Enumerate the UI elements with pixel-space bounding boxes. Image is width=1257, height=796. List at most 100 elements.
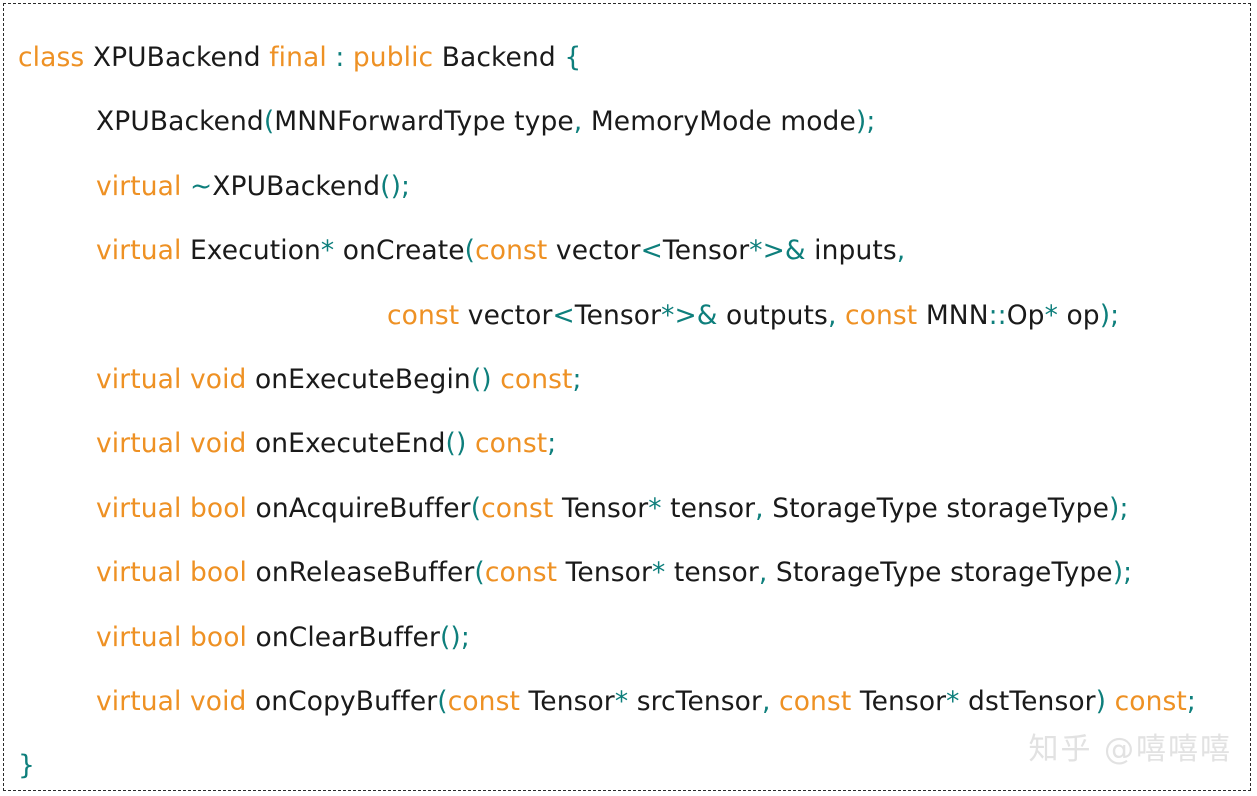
code-token: const xyxy=(500,364,573,396)
code-token: bool xyxy=(189,557,247,589)
code-line: virtual Execution* onCreate(const vector… xyxy=(14,219,1250,283)
code-token: ; xyxy=(1186,686,1196,718)
code-token: void xyxy=(189,686,247,718)
code-token: srcTensor xyxy=(628,686,762,718)
code-token xyxy=(181,557,190,588)
code-token: ) xyxy=(1099,299,1111,331)
code-token xyxy=(836,300,845,331)
code-token: * xyxy=(320,235,335,267)
code-token: } xyxy=(18,750,35,782)
code-token: const xyxy=(387,299,460,331)
code-token: void xyxy=(189,364,247,396)
code-token: < xyxy=(640,235,663,267)
code-token: const xyxy=(447,686,520,718)
code-token: dstTensor xyxy=(959,686,1096,718)
code-token: virtual xyxy=(96,170,182,202)
code-token: ( xyxy=(464,235,476,267)
code-token: ; xyxy=(866,106,876,138)
code-token: * xyxy=(614,686,629,718)
code-token: MNN xyxy=(917,299,989,331)
code-token: ; xyxy=(1123,557,1133,589)
code-token: StorageType storageType xyxy=(767,557,1113,589)
code-token xyxy=(771,686,780,717)
code-token: Op xyxy=(1006,299,1045,331)
code-token: tensor xyxy=(665,557,759,589)
code-token: ; xyxy=(460,621,470,653)
code-line: virtual void onCopyBuffer(const Tensor* … xyxy=(14,670,1250,734)
code-token xyxy=(1106,686,1115,717)
code-token: void xyxy=(189,428,247,460)
code-token xyxy=(181,364,190,395)
code-token: * xyxy=(651,557,666,589)
code-token: ( xyxy=(474,557,485,589)
code-token xyxy=(181,428,190,459)
zhihu-watermark: 知乎 @嘻嘻嘻 xyxy=(1028,732,1232,767)
code-snippet-frame: class XPUBackend final : public Backend … xyxy=(3,3,1251,791)
code-token: () xyxy=(445,428,467,460)
code-token: * xyxy=(648,492,662,524)
code-line: virtual bool onAcquireBuffer(const Tenso… xyxy=(14,477,1250,541)
code-token: StorageType storageType xyxy=(763,492,1110,524)
code-token: () xyxy=(470,364,492,396)
code-token: , xyxy=(755,492,764,524)
code-line: virtual void onExecuteBegin() const; xyxy=(14,348,1250,412)
code-token: const xyxy=(1114,686,1187,718)
code-token: , xyxy=(896,235,906,267)
code-token: virtual xyxy=(96,492,182,524)
code-token: , xyxy=(573,106,583,138)
code-token: bool xyxy=(189,492,247,524)
code-token: public xyxy=(352,42,434,73)
code-token xyxy=(181,171,190,202)
code-block: class XPUBackend final : public Backend … xyxy=(4,4,1250,790)
code-token: op xyxy=(1057,299,1100,331)
code-token: const xyxy=(845,299,918,331)
code-token: ( xyxy=(437,686,448,718)
code-token: virtual xyxy=(96,686,182,718)
code-token: ) xyxy=(1112,557,1124,589)
code-token: () xyxy=(439,621,461,653)
code-token: : xyxy=(335,42,345,73)
code-token: ( xyxy=(470,492,482,524)
code-token: , xyxy=(761,686,771,718)
code-token xyxy=(181,235,190,266)
code-token: ) xyxy=(1095,686,1107,718)
code-token: *>& xyxy=(749,235,806,267)
code-token xyxy=(84,42,93,73)
code-line: const vector<Tensor*>& outputs, const MN… xyxy=(14,284,1250,348)
code-token: , xyxy=(758,557,768,589)
code-token: Execution xyxy=(189,235,321,267)
code-token: virtual xyxy=(96,428,182,460)
code-token: Tensor xyxy=(519,686,615,718)
code-token: ) xyxy=(1109,492,1120,524)
code-line: virtual void onExecuteEnd() const; xyxy=(14,412,1250,476)
code-token: ( xyxy=(263,106,275,138)
code-token: ; xyxy=(547,428,557,460)
code-token: Tensor xyxy=(574,299,662,331)
code-line: } xyxy=(14,734,1250,790)
code-token: *>& xyxy=(661,299,718,331)
code-token: { xyxy=(564,42,582,73)
code-token: virtual xyxy=(96,364,182,396)
code-token: ; xyxy=(401,170,411,202)
code-token: * xyxy=(946,686,960,718)
code-token: onCreate xyxy=(334,235,465,267)
code-token: final xyxy=(269,42,327,73)
code-token xyxy=(181,686,190,717)
code-token: , xyxy=(827,299,837,331)
code-token: const xyxy=(779,686,852,718)
code-token: inputs xyxy=(805,235,897,267)
code-token xyxy=(466,428,475,459)
code-line: virtual ~XPUBackend(); xyxy=(14,155,1250,219)
code-token xyxy=(492,364,501,395)
code-token: onClearBuffer xyxy=(246,621,440,653)
code-line: class XPUBackend final : public Backend … xyxy=(14,26,1250,90)
code-token: ; xyxy=(1110,299,1120,331)
code-token: ~ xyxy=(189,170,213,202)
code-token: MNNForwardType type xyxy=(274,106,574,138)
code-token: XPUBackend xyxy=(92,42,261,73)
code-token: Tensor xyxy=(851,686,947,718)
code-token: onReleaseBuffer xyxy=(246,557,475,589)
code-token: () xyxy=(380,170,402,202)
code-token: onExecuteBegin xyxy=(246,364,471,396)
code-token xyxy=(261,42,270,73)
